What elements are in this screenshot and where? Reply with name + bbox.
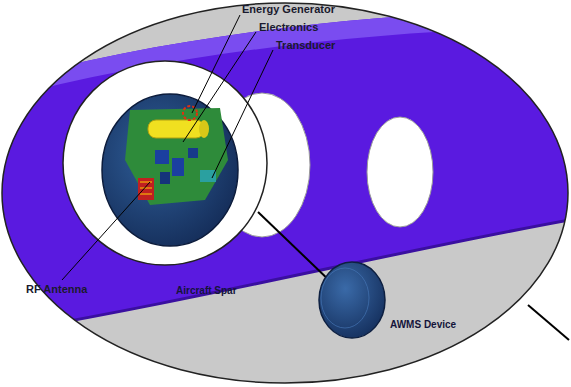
leader-line (212, 50, 273, 178)
part-label: RF Antenna (26, 283, 87, 296)
leader-line (183, 32, 256, 142)
chip (172, 158, 184, 176)
leader-line (62, 182, 150, 280)
exit-line (528, 305, 569, 340)
part-label: Energy Generator (242, 3, 335, 16)
leader-line (192, 15, 240, 113)
part-label: Transducer (276, 39, 335, 52)
part-label: Electronics (259, 21, 318, 34)
magnifier (63, 61, 267, 265)
awms-device (319, 262, 385, 338)
spar-web (0, 8, 571, 335)
antenna-trace (140, 188, 152, 189)
rf-antenna-part (138, 178, 154, 200)
link-line (258, 212, 333, 284)
spar-edge (0, 218, 571, 335)
generator-end (199, 120, 209, 138)
view-outline (2, 3, 568, 383)
chip (160, 172, 170, 184)
device-disk (102, 94, 238, 246)
chip (155, 150, 169, 164)
structure-label: Aircraft Spar (176, 284, 237, 297)
device-label: AWMS Device (390, 318, 456, 331)
antenna-trace (140, 194, 152, 195)
spar-flange (0, 8, 571, 102)
transducer-part (200, 170, 216, 182)
circuit-board (125, 108, 228, 205)
spar-hole (367, 117, 433, 227)
chip (188, 148, 198, 158)
awms-rim (321, 268, 369, 328)
